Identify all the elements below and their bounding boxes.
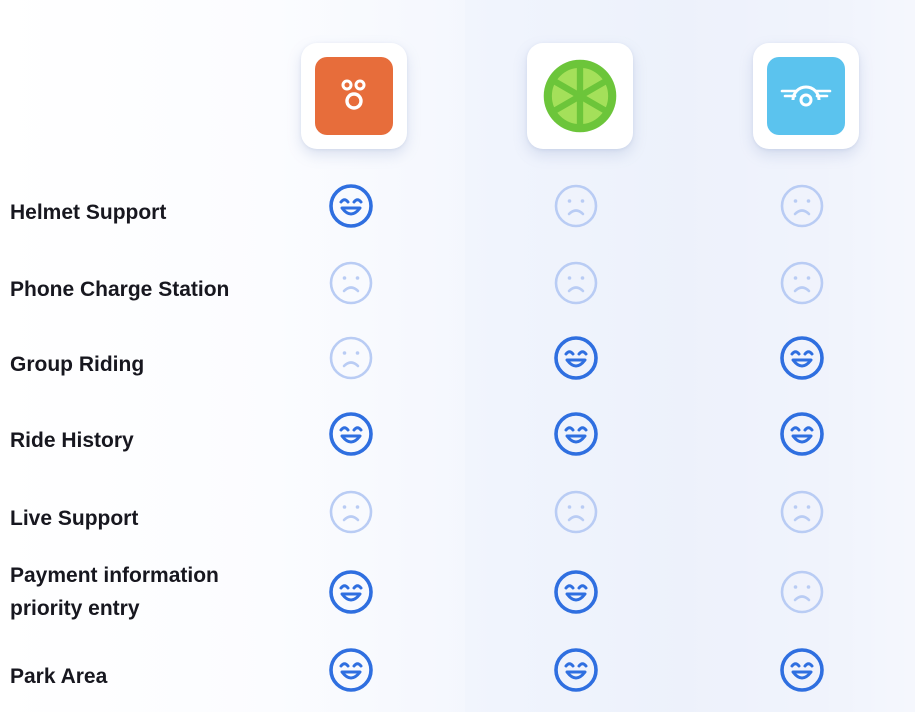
orange-app-logo-icon: [315, 57, 393, 135]
feature-label: Live Support: [10, 507, 139, 530]
sad-face-icon: [779, 489, 825, 535]
sad-face-icon: [328, 335, 374, 381]
happy-face-icon: [553, 647, 599, 693]
feature-label: Ride History: [10, 429, 134, 452]
sad-face-icon: [779, 183, 825, 229]
feature-label: Payment information priority entry: [10, 559, 219, 625]
feature-label: Phone Charge Station: [10, 278, 230, 301]
sad-face-icon: [328, 489, 374, 535]
happy-face-icon: [553, 411, 599, 457]
winged-wheel-logo-icon: [767, 57, 845, 135]
sad-face-icon: [553, 489, 599, 535]
happy-face-icon: [779, 647, 825, 693]
app-card-2: [527, 43, 633, 149]
feature-label: Group Riding: [10, 353, 145, 376]
happy-face-icon: [328, 647, 374, 693]
lime-wheel-logo-icon: [541, 57, 619, 135]
sad-face-icon: [553, 183, 599, 229]
feature-label-line: priority entry: [10, 597, 140, 620]
sad-face-icon: [779, 569, 825, 615]
feature-label-line: Payment information: [10, 564, 219, 587]
feature-label: Helmet Support: [10, 201, 167, 224]
happy-face-icon: [328, 183, 374, 229]
sad-face-icon: [553, 260, 599, 306]
happy-face-icon: [553, 569, 599, 615]
app-card-3: [753, 43, 859, 149]
happy-face-icon: [553, 335, 599, 381]
happy-face-icon: [779, 411, 825, 457]
feature-label: Park Area: [10, 665, 108, 688]
app-card-1: [301, 43, 407, 149]
sad-face-icon: [779, 260, 825, 306]
sad-face-icon: [328, 260, 374, 306]
happy-face-icon: [328, 569, 374, 615]
happy-face-icon: [328, 411, 374, 457]
happy-face-icon: [779, 335, 825, 381]
